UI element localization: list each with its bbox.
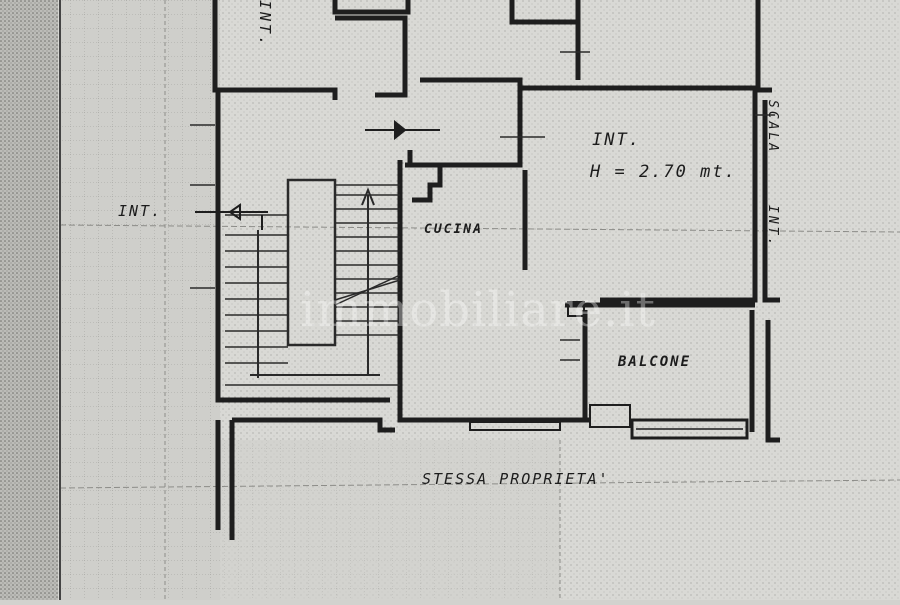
wall-ticks [190, 51, 775, 361]
wall-kitchen-step [405, 162, 443, 203]
door-symbols [195, 119, 440, 230]
window-lower [469, 421, 561, 431]
balcony-door [589, 404, 631, 428]
wall-right-outer [755, 0, 772, 93]
wall-right-scala [762, 100, 780, 303]
wall-corridor [335, 15, 408, 98]
wall-lower-left [232, 417, 395, 433]
balcony-railing [630, 418, 749, 440]
label-int-left: INT. [118, 202, 163, 220]
wall-top-room [509, 0, 581, 25]
wall-top-left [212, 0, 338, 100]
wall-kitchen-left [397, 160, 590, 423]
label-int-room: INT. [592, 130, 641, 150]
window-balcony-corner [567, 301, 585, 317]
wall-int-room [520, 85, 758, 303]
label-stessa-proprieta: STESSA PROPRIETA' [422, 470, 610, 488]
label-int-right: INT. [765, 205, 780, 249]
wall-stair-left [215, 90, 390, 403]
stair-core [286, 178, 337, 347]
wall-right-lower [765, 320, 780, 443]
left-edge-strip [0, 0, 58, 600]
wall-top-small [332, 0, 411, 15]
label-cucina: CUCINA [424, 222, 483, 237]
label-scala: SCALA [765, 100, 780, 155]
staircase [225, 178, 401, 386]
watermark-logo: immobiliare.it [300, 282, 656, 338]
grid-line [59, 224, 900, 233]
stair-break-line2 [334, 279, 401, 301]
grid-line [59, 479, 900, 489]
wall-shaft [407, 77, 523, 168]
label-int-top-left: INT. [256, 0, 274, 49]
label-balcone: BALCONE [618, 354, 692, 370]
walls [212, 0, 780, 540]
bottom-tiled-area [60, 440, 560, 600]
stair-arrow-head [361, 187, 375, 206]
label-room-height: H = 2.70 mt. [590, 162, 737, 182]
